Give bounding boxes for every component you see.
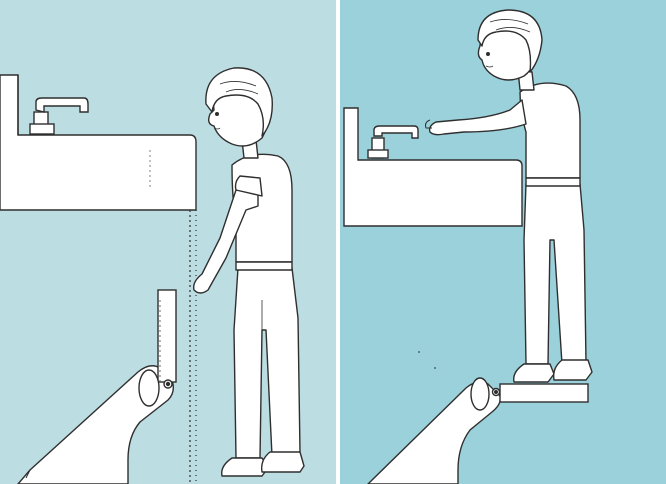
- panel-stool-folded: [0, 0, 336, 484]
- panel-stool-unfolded: [340, 0, 666, 484]
